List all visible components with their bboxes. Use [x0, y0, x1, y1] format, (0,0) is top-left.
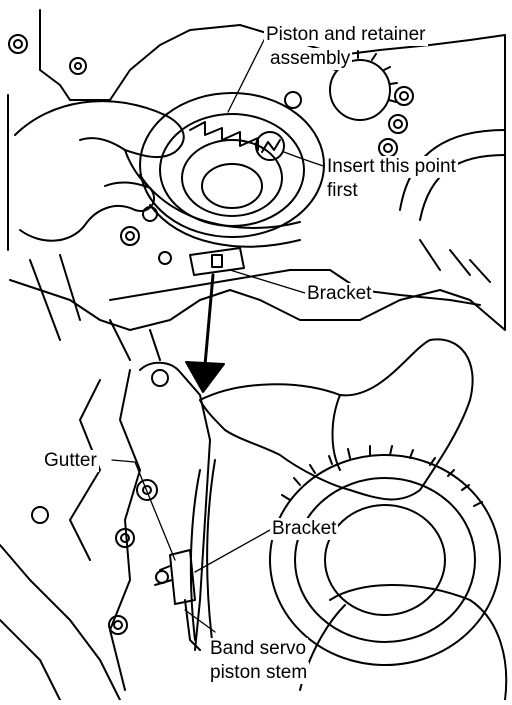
label-bracket-bottom: Bracket — [270, 518, 339, 540]
bolt-icon — [158, 251, 172, 265]
bolt-icon — [69, 57, 87, 75]
label-piston-retainer-line1: Piston and retainer — [264, 24, 428, 46]
leader-bracket-bottom — [194, 529, 271, 573]
drum-outline — [399, 129, 506, 211]
label-band-servo-line1: Band servo — [208, 638, 309, 660]
leader-piston — [227, 37, 266, 113]
upper-case-outline — [9, 9, 506, 331]
bolt-icon — [284, 91, 302, 109]
leader-bracket-top — [229, 269, 306, 294]
insert-point-marker — [255, 131, 285, 161]
label-piston-retainer-line2: assembly — [268, 48, 353, 70]
bolt-icon — [378, 138, 398, 158]
gear-icon — [329, 59, 391, 121]
bolt-icon — [108, 615, 128, 635]
leader-gutter — [111, 459, 176, 561]
bolt-icon — [151, 369, 169, 387]
label-gutter: Gutter — [42, 450, 99, 472]
bolt-icon — [388, 114, 408, 134]
bolt-icon — [394, 86, 414, 106]
bolt-icon — [120, 226, 140, 246]
lower-case-outline — [139, 361, 211, 651]
label-insert-point-line1: Insert this point — [325, 156, 458, 178]
direction-arrow — [203, 273, 215, 367]
hand-right — [199, 338, 474, 501]
bolt-icon — [8, 34, 28, 54]
bolt-icon — [142, 206, 158, 222]
band-bracket — [189, 247, 245, 276]
drum — [269, 454, 501, 666]
servo-piston-stem — [184, 599, 201, 651]
leader-servo — [184, 609, 216, 633]
label-bracket-top: Bracket — [305, 283, 374, 305]
bolt-icon — [31, 506, 49, 524]
label-insert-point-line2: first — [325, 180, 360, 202]
label-band-servo-line2: piston stem — [208, 662, 310, 684]
piston-retainer-assembly — [139, 92, 325, 238]
bolt-icon — [136, 479, 158, 501]
bolt-icon — [115, 528, 135, 548]
lower-bracket — [169, 549, 196, 605]
hand-left — [14, 100, 185, 242]
hand-lower-right — [329, 584, 508, 701]
